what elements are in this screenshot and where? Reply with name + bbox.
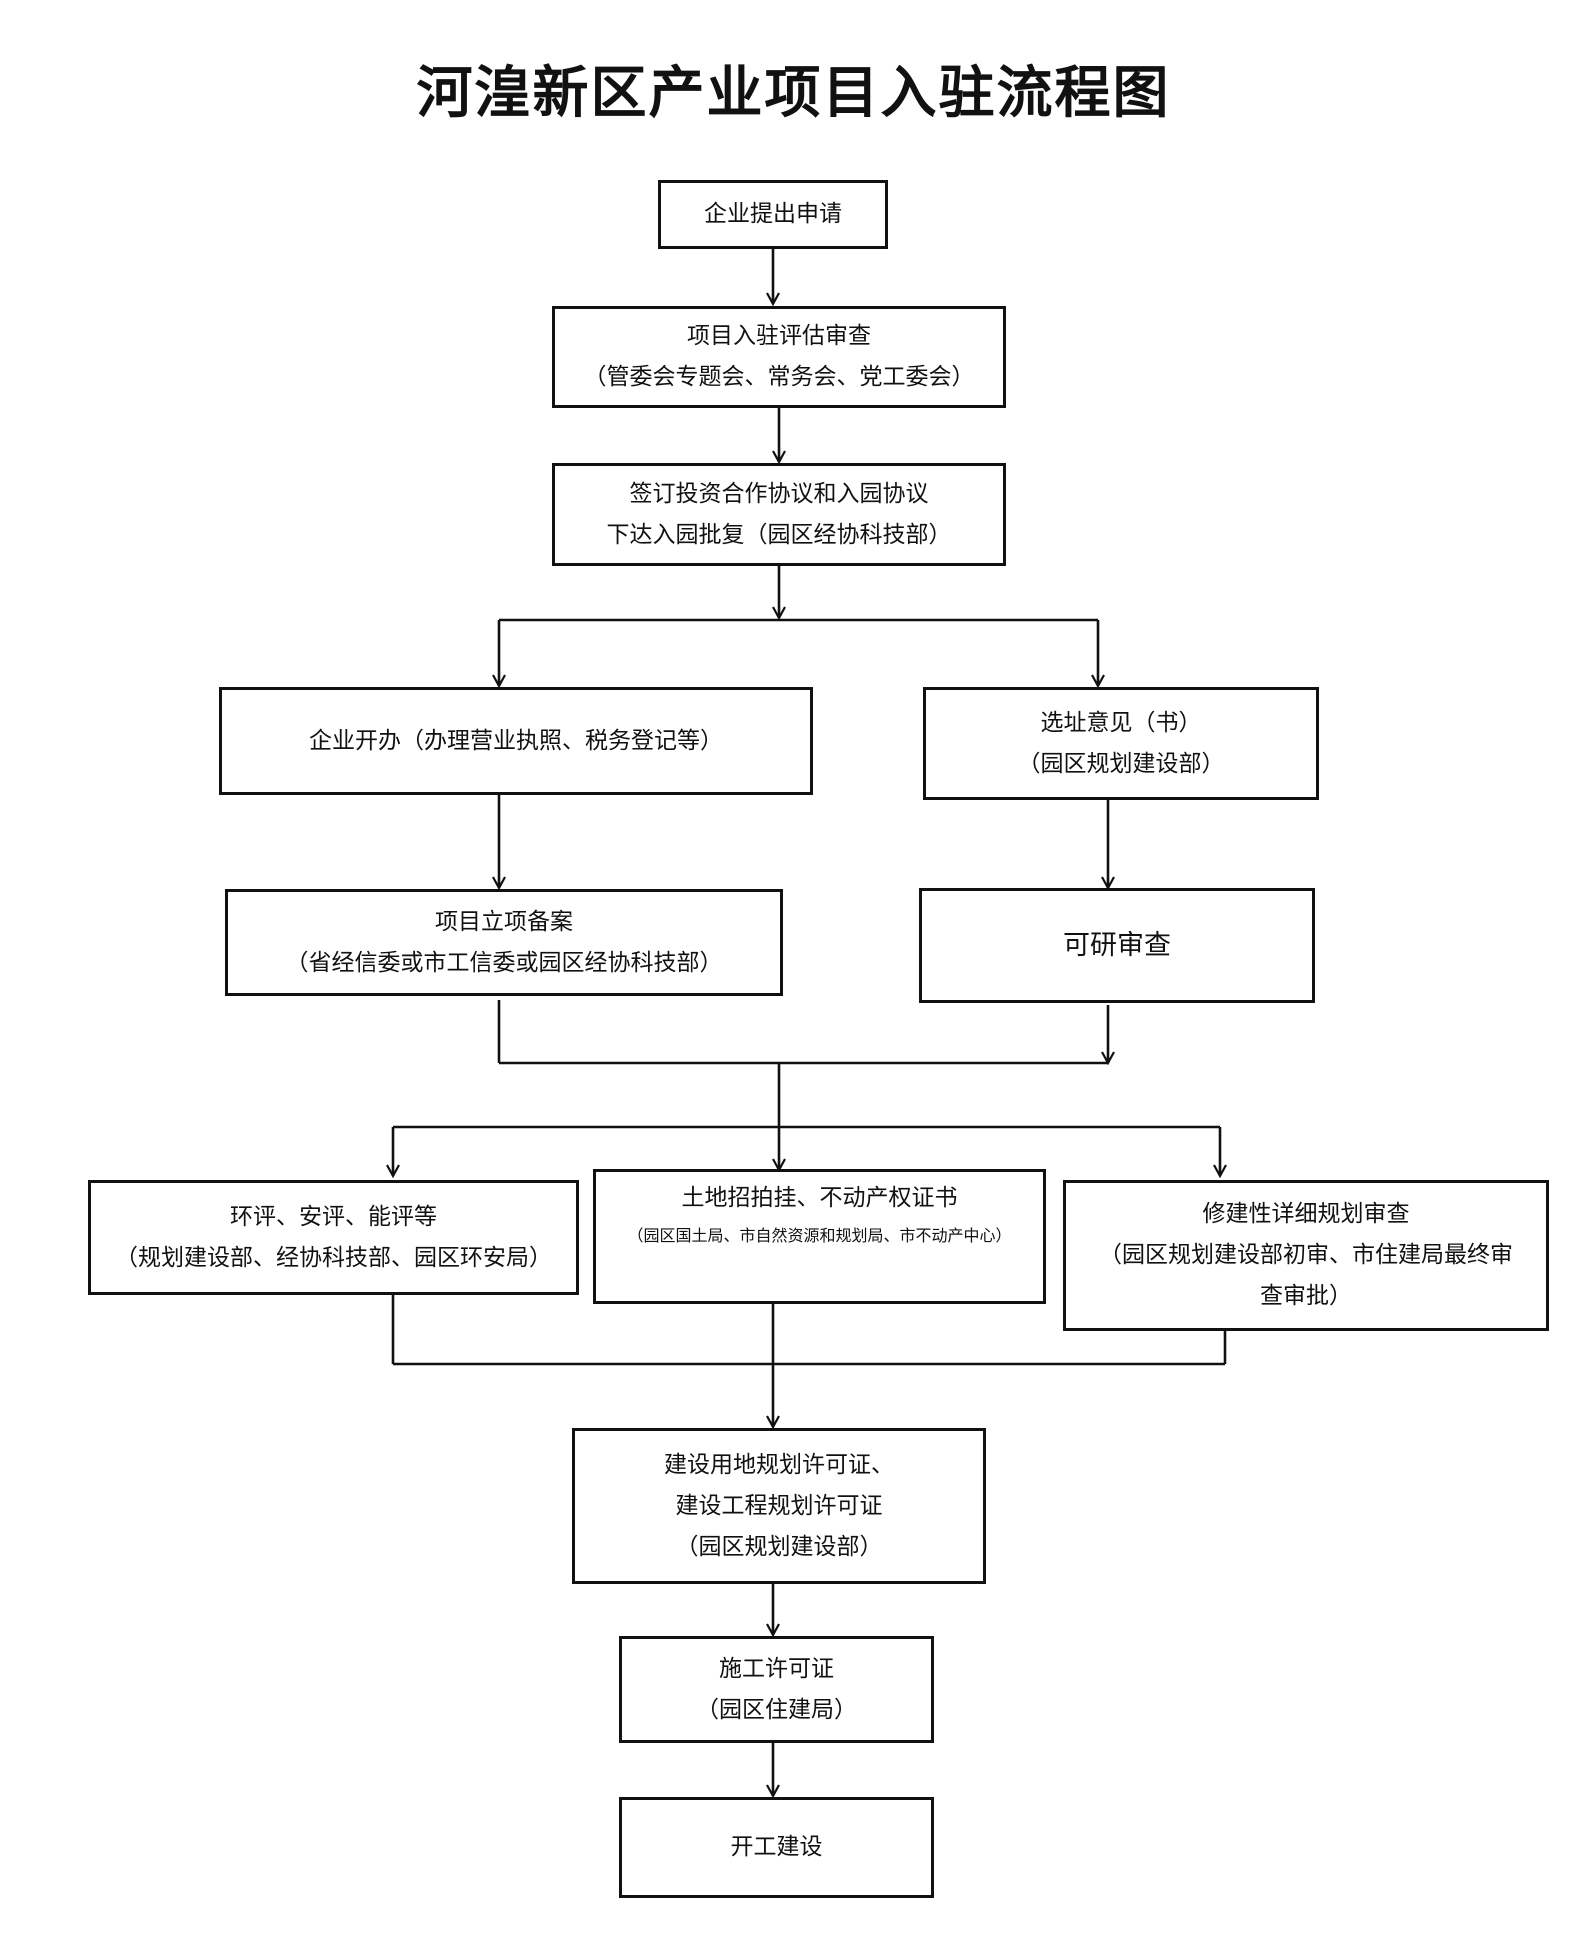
node-sublabel: （园区规划建设部） [1017,750,1225,777]
node-label: 环评、安评、能评等 [230,1203,437,1230]
node-permits: 建设用地规划许可证、 建设工程规划许可证 （园区规划建设部） [572,1428,986,1584]
node-label: 施工许可证 [719,1655,834,1682]
page-title: 河湟新区产业项目入驻流程图 [416,60,1171,126]
node-label: 项目入驻评估审查 [687,323,871,349]
node-label: 企业提出申请 [704,201,842,227]
node-sublabel: （园区国土局、市自然资源和规划局、市不动产中心） [627,1226,1012,1245]
node-land: 土地招拍挂、不动产权证书 （园区国土局、市自然资源和规划局、市不动产中心） [593,1169,1046,1304]
node-sign: 签订投资合作协议和入园协议 下达入园批复（园区经协科技部） [552,463,1006,566]
node-label: 企业开办（办理营业执照、税务登记等） [309,727,723,754]
node-label: 建设工程规划许可证 [675,1492,883,1519]
node-start: 开工建设 [619,1797,934,1898]
node-sublabel: （园区规划建设部） [675,1533,883,1560]
node-label: 选址意见（书） [1040,709,1202,736]
node-plan-review: 修建性详细规划审查 （园区规划建设部初审、市住建局最终审 查审批） [1063,1180,1549,1331]
node-feasibility: 可研审查 [919,888,1315,1003]
node-label: 可研审查 [1063,930,1171,961]
node-site: 选址意见（书） （园区规划建设部） [923,687,1319,800]
node-label: 土地招拍挂、不动产权证书 [681,1185,958,1211]
node-review: 项目入驻评估审查 （管委会专题会、常务会、党工委会） [552,306,1006,408]
node-apply: 企业提出申请 [658,180,888,249]
node-label: 开工建设 [730,1834,823,1860]
node-register: 企业开办（办理营业执照、税务登记等） [219,687,813,795]
node-filing: 项目立项备案 （省经信委或市工信委或园区经协科技部） [225,889,783,996]
node-sublabel: （园区规划建设部初审、市住建局最终审 [1099,1242,1513,1268]
node-sublabel: （省经信委或市工信委或园区经协科技部） [285,949,723,976]
node-assess: 环评、安评、能评等 （规划建设部、经协科技部、园区环安局） [88,1180,579,1295]
node-label: 修建性详细规划审查 [1202,1201,1410,1227]
node-label: 建设用地规划许可证、 [664,1451,894,1478]
node-sublabel: （规划建设部、经协科技部、园区环安局） [115,1244,552,1271]
node-sublabel: 下达入园批复（园区经协科技部） [606,521,952,548]
node-sublabel: （管委会专题会、常务会、党工委会） [583,364,975,390]
node-label: 签订投资合作协议和入园协议 [629,480,929,507]
node-sublabel: （园区住建局） [696,1696,857,1723]
node-label: 项目立项备案 [435,908,573,935]
node-sublabel: 查审批） [1260,1283,1352,1309]
node-construction-permit: 施工许可证 （园区住建局） [619,1636,934,1743]
